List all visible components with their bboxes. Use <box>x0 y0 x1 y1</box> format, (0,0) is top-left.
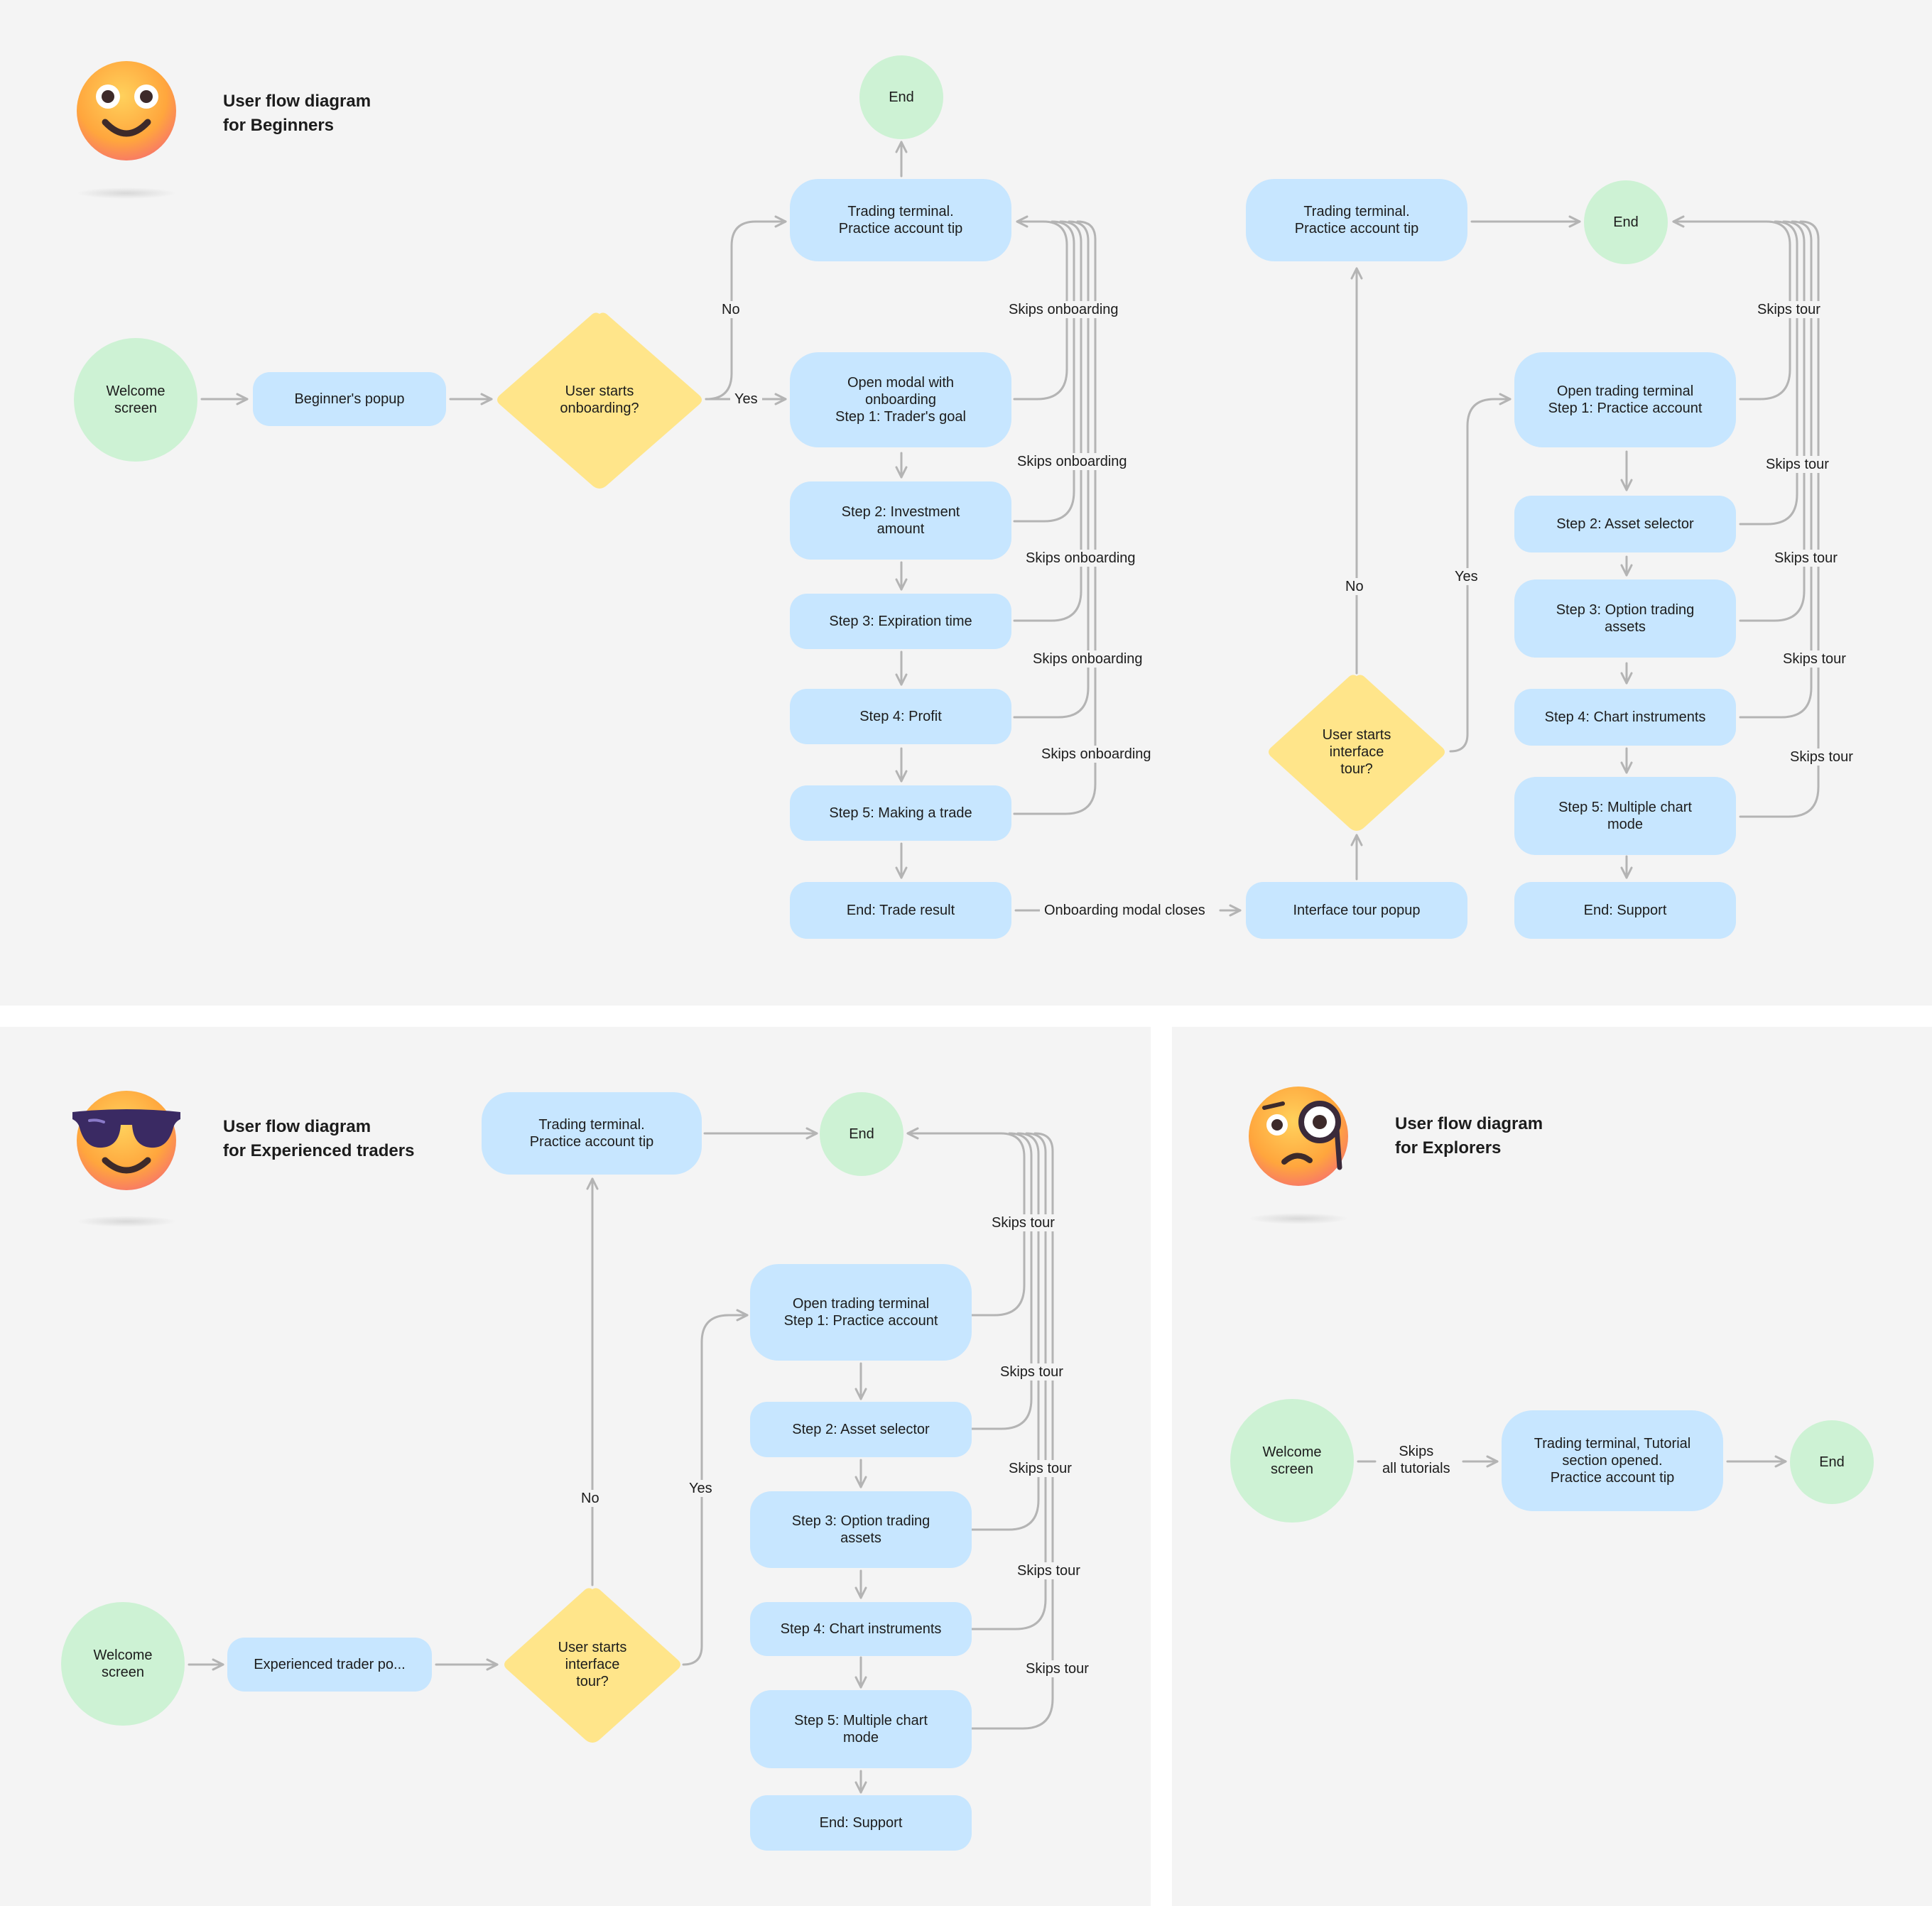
experienced-title: User flow diagram for Experienced trader… <box>223 1115 414 1163</box>
explorers-skips-label: Skips all tutorials <box>1378 1443 1455 1477</box>
beginners-title-line2: for Beginners <box>223 116 335 135</box>
experienced-title-line2: for Experienced traders <box>223 1141 415 1160</box>
tour-end-support: End: Support <box>1514 882 1736 939</box>
experienced-title-line1: User flow diagram <box>223 1117 371 1136</box>
experienced-step5: Step 5: Multiple chart mode <box>750 1690 972 1768</box>
experienced-welcome-screen: Welcome screen <box>61 1602 185 1726</box>
tour-decision: User starts interface tour? <box>1266 673 1448 831</box>
tour-yes-label: Yes <box>1450 568 1482 585</box>
beginners-step1: Open modal with onboarding Step 1: Trade… <box>790 352 1011 447</box>
beginners-terminal-tip: Trading terminal. Practice account tip <box>790 179 1011 261</box>
beginners-yes-label: Yes <box>730 391 762 408</box>
experienced-step1: Open trading terminal Step 1: Practice a… <box>750 1264 972 1361</box>
experienced-step3: Step 3: Option trading assets <box>750 1491 972 1568</box>
experienced-no-label: No <box>577 1490 604 1507</box>
beginners-decision-label: User starts onboarding? <box>560 383 639 416</box>
tour-step2: Step 2: Asset selector <box>1514 496 1736 552</box>
experienced-yes-label: Yes <box>685 1480 717 1497</box>
experienced-tour-decision: User starts interface tour? <box>501 1586 683 1743</box>
tour-step4: Step 4: Chart instruments <box>1514 689 1736 746</box>
beginners-popup: Beginner's popup <box>253 372 446 426</box>
explorers-title-line2: for Explorers <box>1395 1138 1502 1158</box>
tour-skip-label-2: Skips tour <box>1762 456 1833 473</box>
smiling-face-emoji <box>68 57 189 206</box>
experienced-step4: Step 4: Chart instruments <box>750 1602 972 1656</box>
experienced-skip-label-2: Skips tour <box>996 1363 1068 1381</box>
beginners-onboarding-decision: User starts onboarding? <box>494 311 705 489</box>
tour-terminal-tip: Trading terminal. Practice account tip <box>1246 179 1467 261</box>
experienced-end: End <box>820 1092 903 1176</box>
beginners-step4: Step 4: Profit <box>790 689 1011 744</box>
tour-step5: Step 5: Multiple chart mode <box>1514 777 1736 855</box>
beginners-skip-label-5: Skips onboarding <box>1037 746 1156 763</box>
monocle-face-emoji <box>1240 1082 1368 1231</box>
experienced-step2: Step 2: Asset selector <box>750 1402 972 1457</box>
beginners-skip-label-3: Skips onboarding <box>1021 550 1140 567</box>
beginners-title-line1: User flow diagram <box>223 92 371 111</box>
beginners-step3: Step 3: Expiration time <box>790 594 1011 649</box>
beginners-end-top: End <box>859 55 943 139</box>
beginners-skip-label-1: Skips onboarding <box>1004 301 1123 318</box>
beginners-no-label: No <box>717 301 744 318</box>
beginners-skip-label-4: Skips onboarding <box>1029 650 1147 668</box>
experienced-skip-label-5: Skips tour <box>1021 1660 1093 1677</box>
explorers-title: User flow diagram for Explorers <box>1395 1112 1543 1160</box>
beginners-skip-label-2: Skips onboarding <box>1013 453 1131 470</box>
beginners-step2: Step 2: Investment amount <box>790 481 1011 560</box>
tour-skip-label-3: Skips tour <box>1770 550 1842 567</box>
experienced-skip-label-3: Skips tour <box>1004 1460 1076 1477</box>
interface-tour-popup: Interface tour popup <box>1246 882 1467 939</box>
beginners-title: User flow diagram for Beginners <box>223 89 371 138</box>
explorers-welcome-screen: Welcome screen <box>1230 1399 1354 1523</box>
tour-skip-label-4: Skips tour <box>1779 650 1850 668</box>
tour-decision-label: User starts interface tour? <box>1322 727 1391 777</box>
tour-skip-label-5: Skips tour <box>1786 748 1857 766</box>
experienced-terminal-tip: Trading terminal. Practice account tip <box>482 1092 702 1175</box>
experienced-popup: Experienced trader po... <box>227 1638 432 1692</box>
experienced-skip-label-4: Skips tour <box>1013 1562 1085 1579</box>
onboarding-modal-closes-label: Onboarding modal closes <box>1040 902 1210 919</box>
experienced-decision-label: User starts interface tour? <box>558 1640 627 1689</box>
beginners-end-trade-result: End: Trade result <box>790 882 1011 939</box>
explorers-title-line1: User flow diagram <box>1395 1114 1543 1133</box>
tour-skip-label-1: Skips tour <box>1753 301 1825 318</box>
explorers-end: End <box>1790 1420 1874 1504</box>
sunglasses-face-emoji <box>68 1082 189 1231</box>
tour-step1: Open trading terminal Step 1: Practice a… <box>1514 352 1736 447</box>
tour-step3: Step 3: Option trading assets <box>1514 579 1736 658</box>
beginners-welcome-screen: Welcome screen <box>74 338 197 462</box>
tour-end: End <box>1584 180 1668 264</box>
tour-no-label: No <box>1341 578 1368 595</box>
experienced-skip-label-1: Skips tour <box>987 1214 1059 1231</box>
experienced-end-support: End: Support <box>750 1795 972 1851</box>
beginners-step5: Step 5: Making a trade <box>790 785 1011 841</box>
explorers-terminal-tutorial: Trading terminal, Tutorial section opene… <box>1502 1410 1723 1511</box>
